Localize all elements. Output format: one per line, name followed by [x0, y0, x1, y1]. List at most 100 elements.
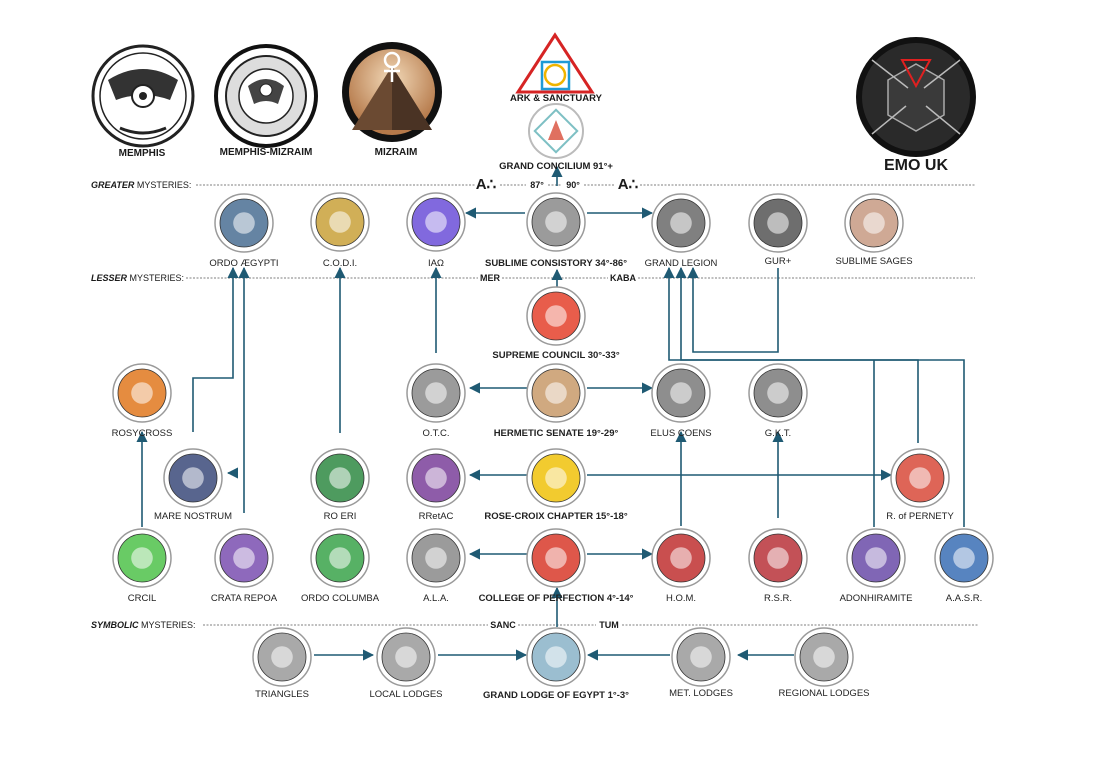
- crata-repoa-label: CRATA REPOA: [210, 593, 278, 604]
- elus-coens-emblem-core: [670, 382, 692, 404]
- r-of-pernety-label: R. of PERNETY: [886, 511, 954, 522]
- mizraim-emblem: [342, 42, 442, 142]
- rsr-emblem: [748, 528, 808, 588]
- emo-uk-logo: [856, 37, 976, 157]
- grand-legion-emblem: [651, 193, 711, 253]
- ala-emblem-core: [425, 547, 447, 569]
- ro-eri-label: RO ERI: [323, 511, 357, 522]
- triangles-emblem: [252, 627, 312, 687]
- triangles-emblem-core: [271, 646, 293, 668]
- grand-lodge-emblem: [526, 627, 586, 687]
- rose-croix-emblem: [526, 448, 586, 508]
- crata-repoa-emblem-core: [233, 547, 255, 569]
- connectors: [136, 165, 965, 661]
- hermetic-senate-label: HERMETIC SENATE 19°-29°: [493, 428, 619, 439]
- ala-emblem: [406, 528, 466, 588]
- local-lodges-label: LOCAL LODGES: [369, 689, 443, 700]
- memphis-mizraim-emblem: [214, 44, 318, 148]
- grand-lodge-emblem-core: [545, 646, 567, 668]
- adonhiramite-label: ADONHIRAMITE: [839, 593, 913, 604]
- iao-emblem: [406, 192, 466, 252]
- supreme-council-emblem-core: [545, 305, 567, 327]
- mare-nostrum-emblem: [163, 448, 223, 508]
- sublime-sages-label: SUBLIME SAGES: [835, 256, 913, 267]
- met-lodges-emblem-core: [690, 646, 712, 668]
- grand-legion-emblem-core: [670, 212, 692, 234]
- rosycross-label: ROSYCROSS: [111, 428, 173, 439]
- mizraim-label: MIZRAIM: [374, 147, 418, 158]
- regional-lodges-emblem-core: [813, 646, 835, 668]
- deg87-marker: 87°: [530, 180, 544, 190]
- rose-croix-emblem-core: [545, 467, 567, 489]
- crcil-emblem: [112, 528, 172, 588]
- ordo-aegypti-emblem-core: [233, 212, 255, 234]
- otc-emblem: [406, 363, 466, 423]
- a-right-marker: A∴: [617, 176, 639, 193]
- ro-eri-emblem: [310, 448, 370, 508]
- iao-label: IAΩ: [427, 258, 445, 269]
- college-perfection-emblem-core: [545, 547, 567, 569]
- sanc-marker: SANC: [490, 620, 516, 630]
- grand-concilium-emblem: [528, 103, 584, 159]
- gur-emblem-core: [767, 212, 789, 234]
- r-of-pernety-emblem-core: [909, 467, 931, 489]
- local-lodges-emblem-core: [395, 646, 417, 668]
- codi-emblem: [310, 192, 370, 252]
- tier-greater-rest: MYSTERIES:: [134, 180, 192, 190]
- tier-symbolic-italic: SYMBOLIC: [91, 620, 139, 630]
- hom-emblem-core: [670, 547, 692, 569]
- supreme-council-label: SUPREME COUNCIL 30°-33°: [492, 350, 620, 361]
- rretac-label: RRetAC: [418, 511, 454, 522]
- met-lodges-emblem: [671, 627, 731, 687]
- rsr-emblem-core: [767, 547, 789, 569]
- rsr-label: R.S.R.: [764, 593, 792, 604]
- tier-symbolic-label: SYMBOLIC MYSTERIES:: [91, 620, 196, 630]
- ordo-columba-emblem: [310, 528, 370, 588]
- college-perfection-label: COLLEGE OF PERFECTION 4°-14°: [478, 593, 634, 604]
- ark-sanctuary-label: ARK & SANCTUARY: [509, 93, 603, 104]
- sublime-sages-emblem-core: [863, 212, 885, 234]
- hermetic-senate-emblem: [526, 363, 586, 423]
- mare-nostrum-label: MARE NOSTRUM: [153, 511, 233, 522]
- aasr-emblem: [934, 528, 994, 588]
- tier-lesser-rest: MYSTERIES:: [127, 273, 185, 283]
- tier-symbolic-rest: MYSTERIES:: [138, 620, 196, 630]
- sublime-sages-emblem: [844, 193, 904, 253]
- gur-emblem: [748, 193, 808, 253]
- ala-label: A.L.A.: [423, 593, 449, 604]
- codi-label: C.O.D.I.: [322, 258, 358, 269]
- mer-marker: MER: [480, 273, 500, 283]
- memphis-mizraim-label: MEMPHIS-MIZRAIM: [219, 147, 313, 158]
- adonhiramite-emblem: [846, 528, 906, 588]
- memphis-label: MEMPHIS: [118, 148, 166, 159]
- tier-greater-italic: GREATER: [91, 180, 135, 190]
- elus-coens-label: ELUS COENS: [650, 428, 712, 439]
- gkt-emblem-core: [767, 382, 789, 404]
- rosycross-emblem-core: [131, 382, 153, 404]
- nodes-layer: [112, 192, 994, 687]
- aasr-emblem-core: [953, 547, 975, 569]
- hom-emblem: [651, 528, 711, 588]
- mare-nostrum-emblem-core: [182, 467, 204, 489]
- sublime-consistory-emblem: [526, 192, 586, 252]
- ro-eri-emblem-core: [329, 467, 351, 489]
- tier-lesser-italic: LESSER: [91, 273, 128, 283]
- gkt-emblem: [748, 363, 808, 423]
- crata-repoa-emblem: [214, 528, 274, 588]
- gkt-label: G.K.T.: [764, 428, 792, 439]
- crcil-label: CRCIL: [127, 593, 157, 604]
- hermetic-senate-emblem-core: [545, 382, 567, 404]
- hom-label: H.O.M.: [665, 593, 697, 604]
- otc-label: O.T.C.: [422, 428, 450, 439]
- crcil-emblem-core: [131, 547, 153, 569]
- otc-emblem-core: [425, 382, 447, 404]
- iao-emblem-core: [425, 211, 447, 233]
- rretac-emblem-core: [425, 467, 447, 489]
- ordo-aegypti-label: ORDO ÆGYPTI: [209, 258, 279, 269]
- rose-croix-label: ROSE-CROIX CHAPTER 15°-18°: [484, 511, 628, 522]
- local-lodges-emblem: [376, 627, 436, 687]
- ordo-aegypti-emblem: [214, 193, 274, 253]
- regional-lodges-emblem: [794, 627, 854, 687]
- memphis-emblem: [91, 44, 195, 148]
